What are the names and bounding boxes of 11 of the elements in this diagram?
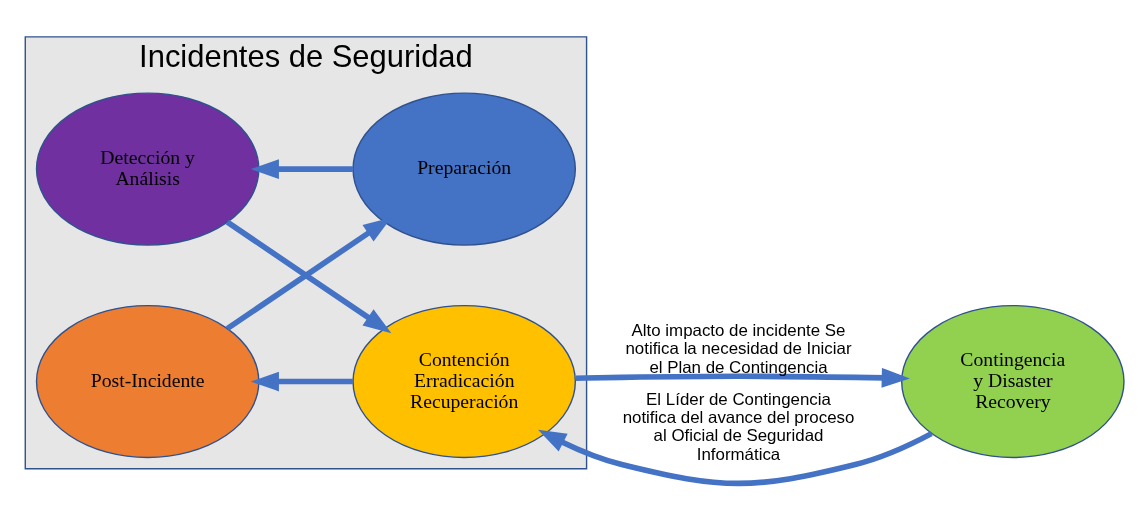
arrow [250,158,353,179]
node-ellipse: Post-Incidente [35,304,260,458]
node-ellipse: Contingencia y Disaster Recovery [901,304,1125,458]
node-ellipse: Detección y Análisis [35,91,260,246]
arrow [250,371,353,391]
arrow [575,367,910,388]
arrow [538,429,933,486]
node-ellipse: Preparación [352,91,577,246]
node-ellipse: Contención Erradicación Recuperación [352,304,577,458]
edge-label: El Líder de Contingencia notifica del avance del proceso al Oficial de Seguridad Informática [622,389,855,464]
edge-label: Alto impacto de incidente Se notifica la necesidad de Iniciar el Plan de Contingencia [625,320,852,377]
